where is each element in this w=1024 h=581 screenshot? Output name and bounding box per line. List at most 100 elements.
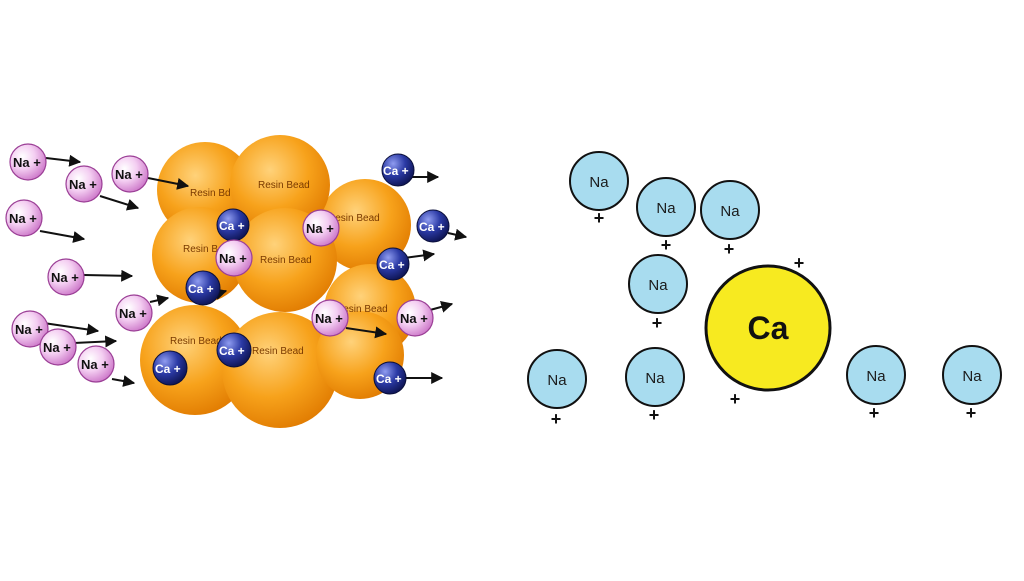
svg-text:Na +: Na + xyxy=(400,311,428,326)
exchange-illustration: Na + Na + Na + Na + Na + Na + xyxy=(527,151,1002,429)
svg-text:Na +: Na + xyxy=(51,270,79,285)
svg-text:Ca +: Ca + xyxy=(383,164,409,178)
svg-text:+: + xyxy=(724,239,735,259)
flow-arrow xyxy=(73,335,118,348)
calcium-ion: Ca + xyxy=(185,270,221,306)
svg-text:+: + xyxy=(869,403,880,423)
calcium-ion-large: Ca + + xyxy=(704,253,832,409)
svg-text:Ca +: Ca + xyxy=(155,362,181,376)
sodium-ion-right: Na + xyxy=(846,345,906,423)
flow-arrow xyxy=(111,375,136,387)
svg-text:Na +: Na + xyxy=(119,306,147,321)
svg-text:+: + xyxy=(594,208,605,228)
sodium-ion-right: Na + xyxy=(700,180,760,259)
resin-bead xyxy=(222,312,338,428)
svg-text:+: + xyxy=(661,235,672,255)
flow-arrow xyxy=(345,326,388,339)
svg-text:Na: Na xyxy=(645,370,665,387)
svg-text:Ca +: Ca + xyxy=(188,282,214,296)
calcium-ion: Ca + xyxy=(216,332,252,368)
svg-text:Na: Na xyxy=(962,368,982,385)
resin-bead-label: Resin Bd xyxy=(190,188,231,199)
svg-text:Na +: Na + xyxy=(43,340,71,355)
svg-text:Na: Na xyxy=(547,372,567,389)
resin-bead-cluster xyxy=(140,135,416,428)
svg-text:Ca +: Ca + xyxy=(219,344,245,358)
sodium-ion: Na + xyxy=(115,294,153,332)
svg-text:Ca: Ca xyxy=(748,310,789,346)
sodium-ion: Na + xyxy=(215,239,253,277)
svg-text:+: + xyxy=(649,405,660,425)
sodium-ion-right: Na + xyxy=(942,345,1002,423)
svg-text:Na +: Na + xyxy=(81,357,109,372)
sodium-ion-right: Na + xyxy=(527,349,587,429)
flow-arrow xyxy=(83,269,134,282)
resin-bead-label: Resin Bead xyxy=(260,255,312,266)
svg-text:Na +: Na + xyxy=(115,167,143,182)
svg-text:Ca +: Ca + xyxy=(419,220,445,234)
svg-text:Na: Na xyxy=(656,200,676,217)
resin-bead-label: Resin Bead xyxy=(258,180,310,191)
svg-text:+: + xyxy=(551,409,562,429)
sodium-ion-right: Na + xyxy=(569,151,629,228)
calcium-charge: + xyxy=(794,253,805,273)
svg-text:Na: Na xyxy=(648,277,668,294)
sodium-ion-right: Na + xyxy=(625,347,685,425)
sodium-ion: Na + xyxy=(77,345,115,383)
flow-arrow xyxy=(99,195,140,211)
calcium-ion: Ca + xyxy=(376,247,410,281)
flow-arrow xyxy=(447,228,468,241)
flow-arrow xyxy=(403,249,436,262)
svg-text:Na +: Na + xyxy=(306,221,334,236)
svg-text:Na: Na xyxy=(589,174,609,191)
sodium-ion-right: Na + xyxy=(628,254,688,333)
svg-text:Na +: Na + xyxy=(219,251,247,266)
svg-text:Na +: Na + xyxy=(13,155,41,170)
flow-arrow xyxy=(149,294,170,307)
resin-bead-label: Resin Bead xyxy=(170,336,222,347)
sodium-ion: Na + xyxy=(396,299,434,337)
resin-bead xyxy=(230,135,330,235)
sodium-ion: Na + xyxy=(5,199,43,237)
sodium-ion: Na + xyxy=(311,299,349,337)
calcium-ion: Ca + xyxy=(152,350,188,386)
svg-text:Na +: Na + xyxy=(69,177,97,192)
resin-bead xyxy=(319,179,411,271)
svg-text:Na +: Na + xyxy=(15,322,43,337)
svg-text:Na: Na xyxy=(866,368,886,385)
svg-text:+: + xyxy=(652,313,663,333)
sodium-ion: Na + xyxy=(302,209,340,247)
calcium-ions-on-resin: Ca + Ca + Ca + Ca + Ca + Ca + Ca + Ca + xyxy=(152,153,450,395)
sodium-ion: Na + xyxy=(65,165,103,203)
resin-bead-label: Resin Bead xyxy=(328,213,380,224)
svg-text:Na: Na xyxy=(720,203,740,220)
svg-text:Na +: Na + xyxy=(9,211,37,226)
sodium-ion: Na + xyxy=(111,155,149,193)
svg-text:Na +: Na + xyxy=(315,311,343,326)
calcium-ion: Ca + xyxy=(373,361,407,395)
flow-arrow xyxy=(147,177,190,190)
svg-text:Ca +: Ca + xyxy=(219,219,245,233)
resin-bead-label: Resin Bead xyxy=(336,304,388,315)
resin-bead-label: Resin Bea xyxy=(183,244,230,255)
flow-arrow xyxy=(45,154,82,167)
resin-bead-label: Resin Bead xyxy=(252,346,304,357)
calcium-ion: Ca + xyxy=(381,153,415,187)
flow-arrow xyxy=(39,230,86,243)
sodium-ion: Na + xyxy=(9,143,47,181)
svg-text:Ca +: Ca + xyxy=(379,258,405,272)
resin-bead xyxy=(140,305,250,415)
sodium-ion: Na + xyxy=(11,310,49,348)
ion-flow-arrows xyxy=(29,154,468,387)
svg-text:+: + xyxy=(966,403,977,423)
calcium-charge: + xyxy=(730,389,741,409)
calcium-ion: Ca + xyxy=(216,208,250,242)
calcium-ion: Ca + xyxy=(416,209,450,243)
sodium-ion: Na + xyxy=(39,328,77,366)
flow-arrow xyxy=(429,301,454,313)
sodium-ions-incoming: Na + Na + Na + Na + Na + Na + Na + Na + xyxy=(5,143,434,383)
resin-bead-labels: Resin Bead Resin Bd Resin Bead Resin Bea… xyxy=(170,180,388,357)
sodium-ion: Na + xyxy=(47,258,85,296)
